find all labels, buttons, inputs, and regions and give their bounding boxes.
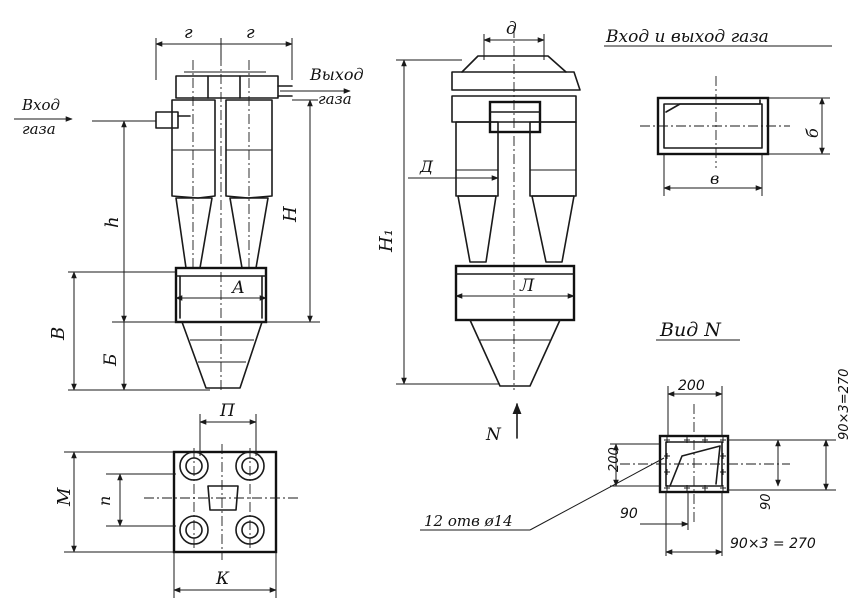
dim-90-right: 90: [759, 493, 774, 510]
dim-v-small-label: в: [710, 169, 719, 188]
front-view: [14, 38, 351, 392]
holes-callout: 12 отв ø14: [424, 512, 513, 530]
dim-V-label: В: [48, 327, 69, 341]
dim-90x3-right: 90×3=270: [837, 369, 852, 440]
dim-L-label: Л: [519, 276, 535, 296]
dim-b-small-label: б: [803, 128, 822, 138]
view-arrow-N-label: N: [485, 425, 502, 445]
dim-90-bottom: 90: [620, 506, 638, 522]
view-n-title: Вид N: [659, 319, 722, 341]
dim-H1-label: Н₁: [376, 229, 397, 253]
dim-B-label: Б: [101, 353, 121, 367]
dim-K-label: К: [215, 569, 230, 589]
inlet-outlet-detail: [604, 45, 832, 196]
dim-d-label: д: [506, 19, 517, 39]
plan-view: [64, 414, 300, 598]
view-n-detail: [420, 339, 836, 556]
dim-H-label: Н: [280, 206, 301, 223]
dim-200-left: 200: [607, 447, 622, 472]
dim-g-left: г: [184, 23, 193, 43]
dim-p-small-label: п: [95, 496, 114, 506]
inlet-label-line2: газа: [22, 120, 56, 138]
dim-g-right: г: [246, 23, 255, 43]
dim-A-label: А: [231, 278, 245, 298]
dim-P-label: П: [219, 401, 236, 421]
dim-M-label: М: [54, 487, 75, 507]
inlet-label-line1: Вход: [21, 96, 60, 114]
side-view: [396, 28, 581, 439]
dim-90x3-bottom: 90×3 = 270: [730, 536, 816, 552]
outlet-label-line1: Выход: [309, 65, 364, 84]
dim-D-label: Д: [419, 157, 434, 176]
dim-h-label: h: [102, 216, 123, 228]
outlet-label-line2: газа: [318, 90, 352, 108]
dim-200-top: 200: [678, 378, 705, 394]
io-detail-title: Вход и выход газа: [605, 27, 769, 47]
